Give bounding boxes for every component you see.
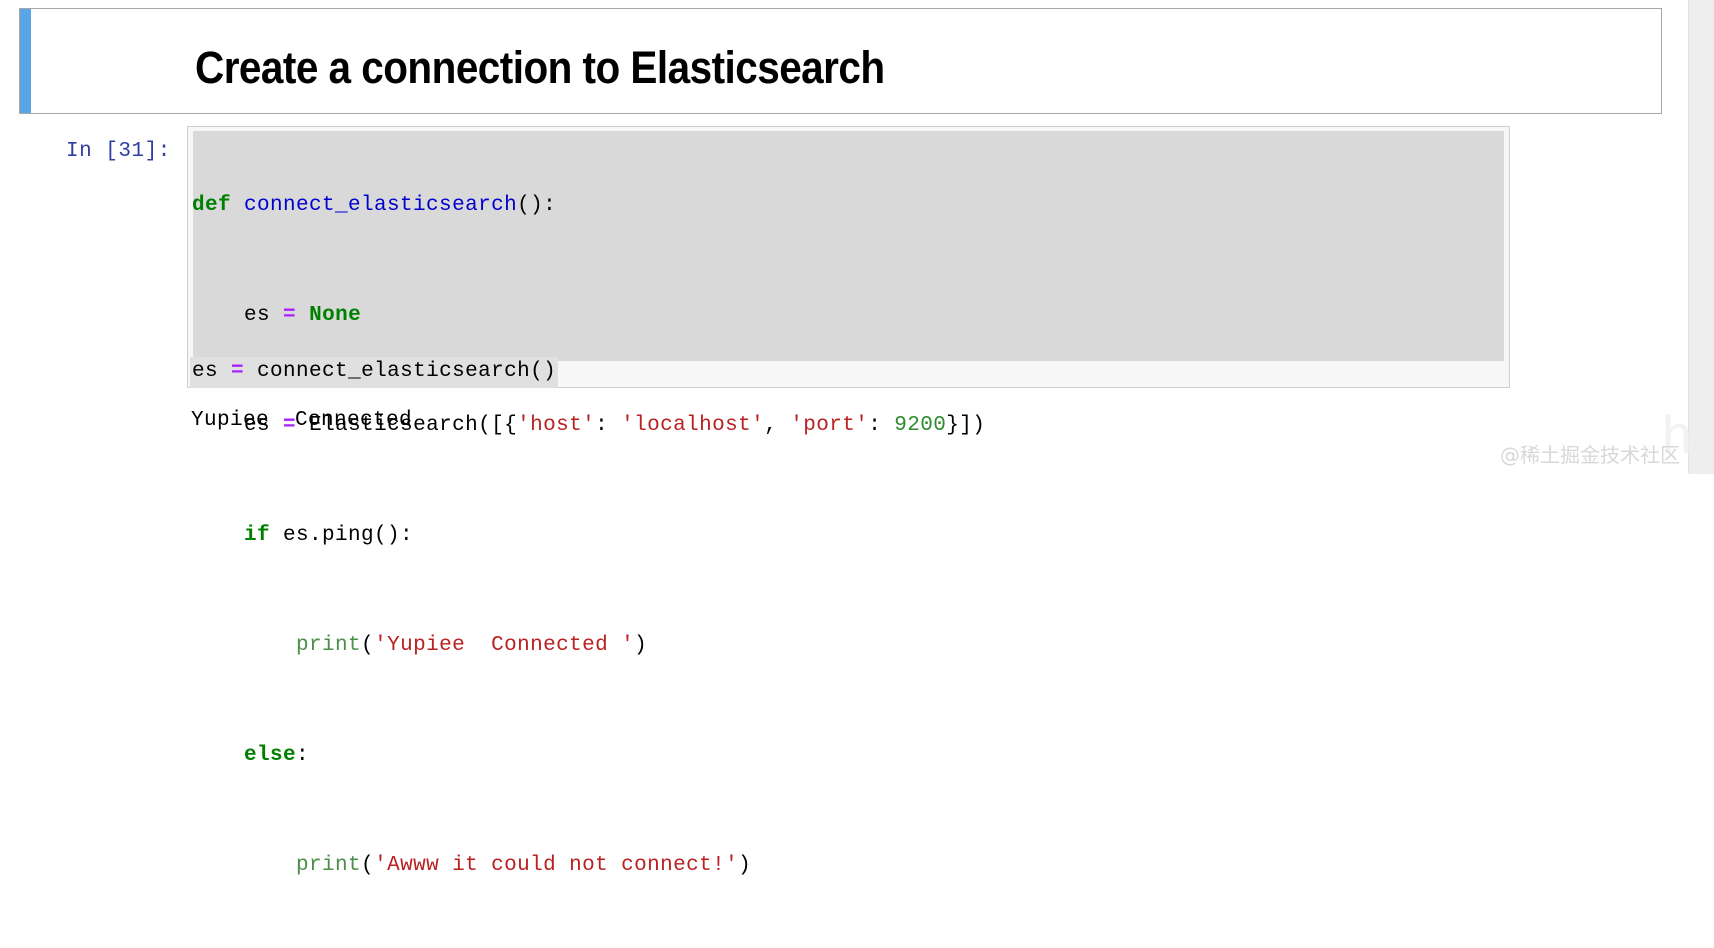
- code-source-text[interactable]: def connect_elasticsearch(): es = None e…: [192, 137, 985, 948]
- code-editor-area[interactable]: [193, 131, 1504, 361]
- token-operator-assign-1: =: [283, 304, 297, 327]
- token-colon: :: [296, 744, 310, 767]
- token-punct-1: ():: [517, 194, 557, 217]
- code-line-6: else:: [192, 742, 985, 770]
- token-string-awww: 'Awww it could not connect!': [374, 854, 739, 877]
- token-keyword-else: else: [244, 744, 297, 767]
- execution-count-prompt: In [31]:: [66, 140, 171, 163]
- watermark-text: @稀土掘金技术社区: [1500, 443, 1680, 467]
- token-paren-open-2: (: [361, 854, 375, 877]
- page-scroll-gutter[interactable]: [1688, 0, 1714, 474]
- code-line-5: print('Yupiee Connected '): [192, 632, 985, 660]
- code-input-cell[interactable]: [187, 126, 1510, 388]
- token-keyword-def: def: [192, 194, 232, 217]
- token-call-elasticsearch: Elasticsearch: [309, 414, 479, 437]
- code-line-2: es = None: [192, 302, 985, 330]
- token-keyword-if: if: [244, 524, 271, 547]
- token-string-key-host: 'host': [517, 414, 596, 437]
- token-builtin-print-1: print: [296, 634, 362, 657]
- token-name-es-1: es: [244, 304, 271, 327]
- code-line-trailing[interactable]: es = connect_elasticsearch(): [190, 357, 559, 388]
- code-line-3: es = Elasticsearch([{'host': 'localhost'…: [192, 412, 985, 440]
- token-sep-1: :: [595, 414, 622, 437]
- token-keyword-none: None: [309, 304, 362, 327]
- cell-output-stdout: Yupiee Connected: [191, 409, 413, 432]
- token-close-brackets: }]): [946, 414, 986, 437]
- token-expr-ping: es.ping():: [270, 524, 414, 547]
- token-operator-assign-2: =: [283, 414, 297, 437]
- markdown-heading-cell[interactable]: Create a connection to Elasticsearch: [19, 8, 1662, 114]
- token-name-es-2: es: [244, 414, 271, 437]
- token-paren-close-1: ): [634, 634, 648, 657]
- token-paren-close-2: ): [738, 854, 752, 877]
- token-sep-2: :: [868, 414, 895, 437]
- code-line-4: if es.ping():: [192, 522, 985, 550]
- token-name-es-3: es: [192, 360, 219, 383]
- token-builtin-print-2: print: [296, 854, 362, 877]
- cell-selected-indicator-bar: [20, 9, 31, 113]
- token-paren-open-1: (: [361, 634, 375, 657]
- token-open-brackets: ([{: [478, 414, 518, 437]
- watermark-glyph: h: [1661, 405, 1692, 465]
- token-string-yupiee: 'Yupiee Connected ': [374, 634, 635, 657]
- token-comma: ,: [764, 414, 791, 437]
- code-line-7: print('Awww it could not connect!'): [192, 852, 985, 880]
- token-operator-assign-3: =: [231, 360, 245, 383]
- token-string-key-port: 'port': [790, 414, 869, 437]
- token-function-name: connect_elasticsearch: [244, 194, 518, 217]
- token-number-9200: 9200: [894, 414, 947, 437]
- token-string-val-localhost: 'localhost': [621, 414, 765, 437]
- token-expr-call: connect_elasticsearch(): [244, 360, 557, 383]
- code-line-1: def connect_elasticsearch():: [192, 192, 985, 220]
- page-title: Create a connection to Elasticsearch: [195, 42, 885, 93]
